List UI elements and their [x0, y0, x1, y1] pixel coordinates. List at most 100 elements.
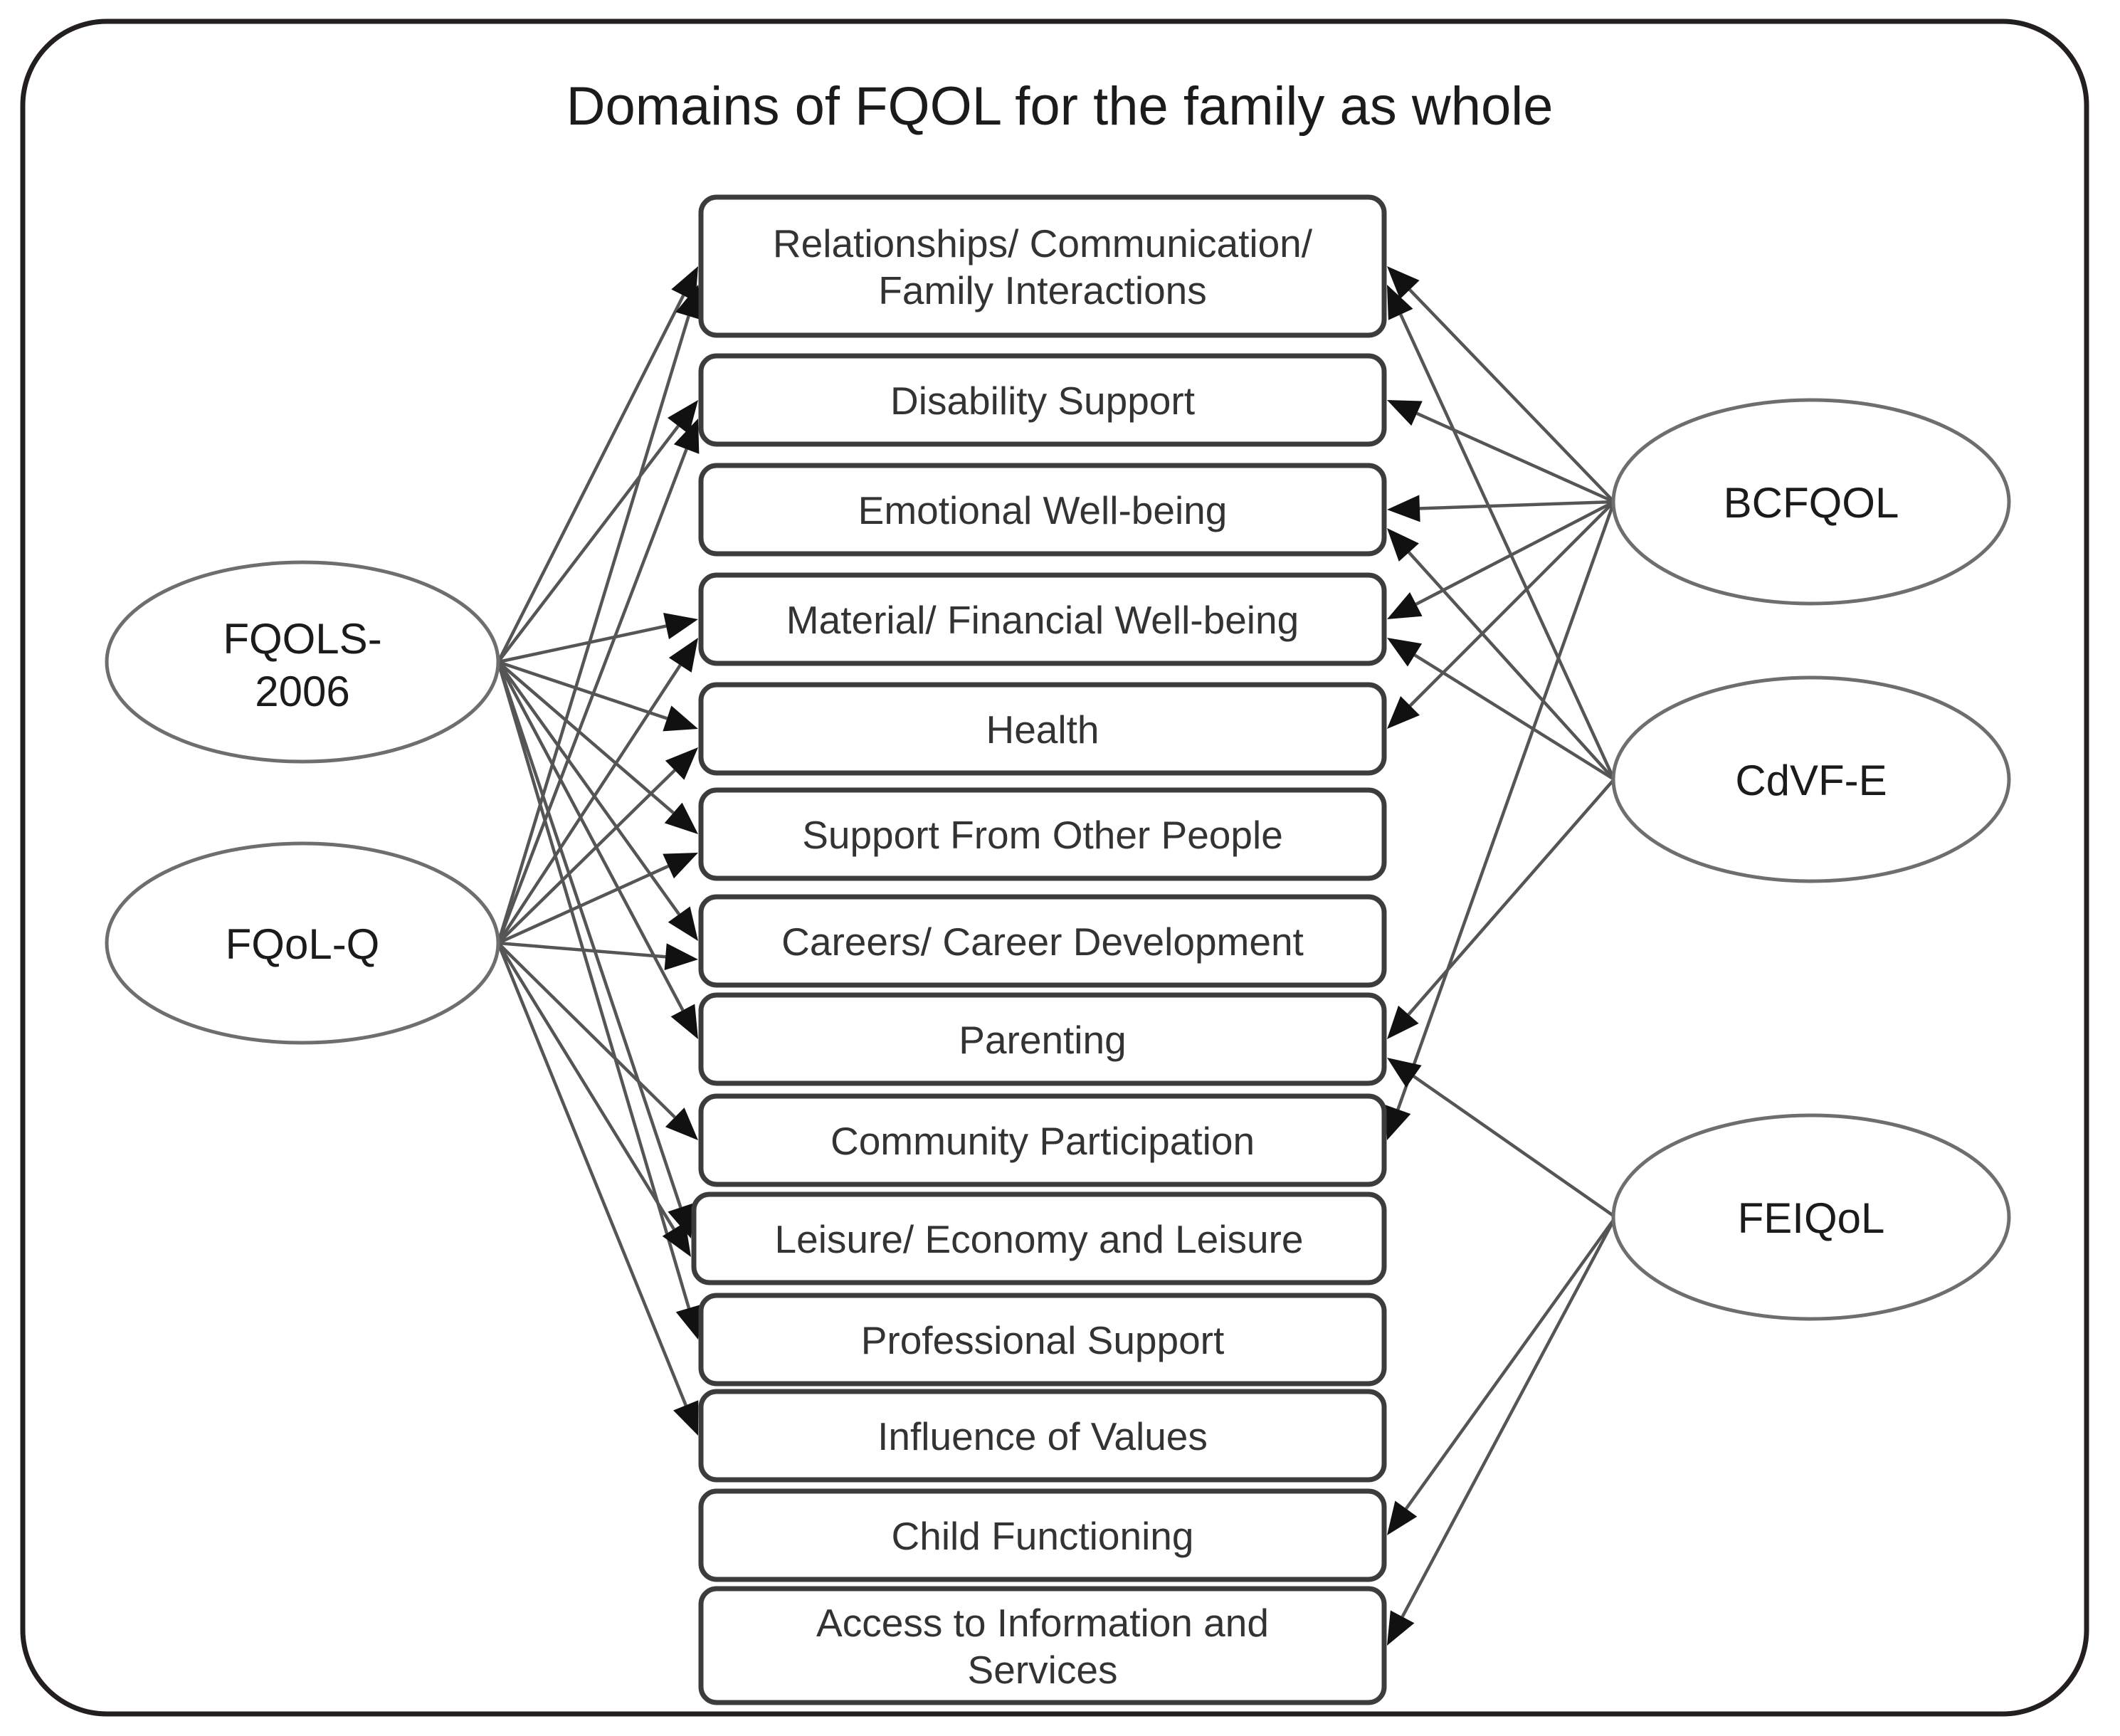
- connector-line: [1407, 778, 1615, 1016]
- ellipse-shape: [1611, 1113, 2011, 1321]
- connector-arrowhead: [1387, 1610, 1415, 1646]
- instrument-ellipse-feiqol[interactable]: FEIQoL: [1611, 1113, 2011, 1321]
- domain-box[interactable]: Disability Support: [698, 353, 1387, 447]
- domain-box-label: Health: [986, 707, 1099, 752]
- connector-arrowhead: [1387, 696, 1420, 729]
- domain-box-label: Family Interactions: [878, 268, 1207, 312]
- instrument-label: BCFQOL: [1724, 479, 1899, 527]
- connector-arrowhead: [671, 266, 698, 302]
- domain-box-label: Parenting: [959, 1018, 1126, 1062]
- page-title: Domains of FQOL for the family as whole: [566, 76, 1554, 137]
- connector-line: [497, 425, 680, 663]
- connector-arrowhead: [1387, 400, 1423, 426]
- connector-line: [1405, 1216, 1617, 1510]
- domain-box-label: Leisure/ Economy and Leisure: [775, 1217, 1304, 1261]
- domain-box-rect: [698, 1293, 1387, 1387]
- connector-arrowhead: [1385, 1105, 1411, 1140]
- instrument-label: CdVF-E: [1735, 757, 1887, 804]
- domain-box-label: Services: [968, 1648, 1118, 1692]
- instrument-ellipse-fqols[interactable]: FQOLS- 2006: [105, 560, 500, 764]
- domain-box[interactable]: Parenting: [698, 992, 1387, 1086]
- connector-line: [1413, 1075, 1617, 1219]
- connector-line: [496, 295, 685, 663]
- connector-arrowhead: [670, 1004, 698, 1039]
- domain-box-rect: [698, 1488, 1387, 1582]
- domain-box-rect: [698, 894, 1387, 988]
- connector-arrowhead: [663, 705, 698, 732]
- connector-line: [497, 942, 675, 1230]
- instrument-label-line2: 2006: [255, 668, 349, 715]
- connector-arrowhead: [675, 285, 702, 320]
- outer-frame: [20, 19, 2089, 1717]
- connector-line: [1408, 551, 1615, 781]
- domain-box[interactable]: Material/ Financial Well-being: [698, 572, 1387, 666]
- instrument-ellipse-fqolq[interactable]: FQoL-Q: [105, 841, 500, 1045]
- connector-arrowhead: [1387, 1005, 1419, 1039]
- domain-box[interactable]: Relationships/ Communication/Family Inte…: [698, 194, 1387, 338]
- connector-arrowhead: [662, 1221, 691, 1257]
- domain-box-layer: Relationships/ Communication/Family Inte…: [691, 194, 1387, 1705]
- instrument-label: FEIQoL: [1738, 1194, 1885, 1242]
- connector-arrowhead: [668, 1203, 694, 1238]
- domain-box-label: Professional Support: [861, 1318, 1225, 1362]
- connector-line: [1413, 653, 1615, 781]
- domain-box-rect: [698, 787, 1387, 881]
- connector-line: [497, 769, 676, 945]
- connector-arrowhead: [1387, 1058, 1422, 1088]
- connector-arrowhead: [665, 747, 698, 780]
- ellipse-shape: [105, 841, 500, 1045]
- connector-line: [497, 624, 667, 664]
- domain-box[interactable]: Child Functioning: [698, 1488, 1387, 1582]
- connector-line: [497, 941, 666, 959]
- connector-line: [497, 864, 670, 945]
- connector-line: [1399, 313, 1616, 780]
- connector-line: [1396, 501, 1616, 1110]
- domain-box-rect: [698, 194, 1387, 338]
- connector-line: [497, 661, 681, 915]
- connector-line: [496, 448, 688, 944]
- connector-line: [496, 942, 687, 1406]
- connector-layer: [496, 266, 1617, 1646]
- connector-line: [496, 661, 682, 1209]
- connector-arrowhead: [663, 853, 698, 879]
- instrument-ellipse-cdvfe[interactable]: CdVF-E: [1611, 675, 2011, 883]
- instrument-ellipse-bcfqol[interactable]: BCFQOL: [1611, 398, 2011, 606]
- connector-line: [496, 661, 691, 1309]
- connector-arrowhead: [663, 613, 698, 640]
- domain-box[interactable]: Professional Support: [698, 1293, 1387, 1387]
- domain-box-rect: [698, 463, 1387, 557]
- ellipse-shape: [105, 560, 500, 764]
- connector-line: [1408, 500, 1615, 707]
- domain-box-rect: [698, 1586, 1387, 1705]
- domain-box[interactable]: Influence of Values: [698, 1389, 1387, 1483]
- instrument-label: FQOLS-: [223, 615, 381, 663]
- domain-box-rect: [698, 992, 1387, 1086]
- connector-arrowhead: [668, 906, 698, 941]
- domain-box[interactable]: Health: [698, 682, 1387, 776]
- domain-box[interactable]: Community Participation: [698, 1093, 1387, 1187]
- connector-arrowhead: [675, 1304, 702, 1340]
- instrument-label: FQoL-Q: [226, 920, 380, 968]
- domain-box-label: Relationships/ Communication/: [773, 221, 1313, 265]
- connector-arrowhead: [667, 400, 698, 435]
- domain-box-label: Community Participation: [830, 1119, 1255, 1163]
- connector-line: [1408, 288, 1615, 503]
- domain-box[interactable]: Leisure/ Economy and Leisure: [691, 1191, 1387, 1285]
- connector-line: [1401, 1216, 1617, 1618]
- domain-box-rect: [691, 1191, 1387, 1285]
- domain-box[interactable]: Emotional Well-being: [698, 463, 1387, 557]
- connector-arrowhead: [664, 802, 698, 834]
- connector-arrowhead: [668, 638, 698, 673]
- domain-box[interactable]: Support From Other People: [698, 787, 1387, 881]
- domain-box-rect: [698, 1093, 1387, 1187]
- connector-arrowhead: [1387, 1500, 1418, 1535]
- connector-line: [497, 660, 668, 720]
- connector-arrowhead: [664, 943, 698, 971]
- connector-arrowhead: [1387, 528, 1419, 562]
- domain-box[interactable]: Careers/ Career Development: [698, 894, 1387, 988]
- domain-box-rect: [698, 353, 1387, 447]
- domain-box-label: Emotional Well-being: [858, 488, 1228, 532]
- connector-arrowhead: [1387, 591, 1423, 619]
